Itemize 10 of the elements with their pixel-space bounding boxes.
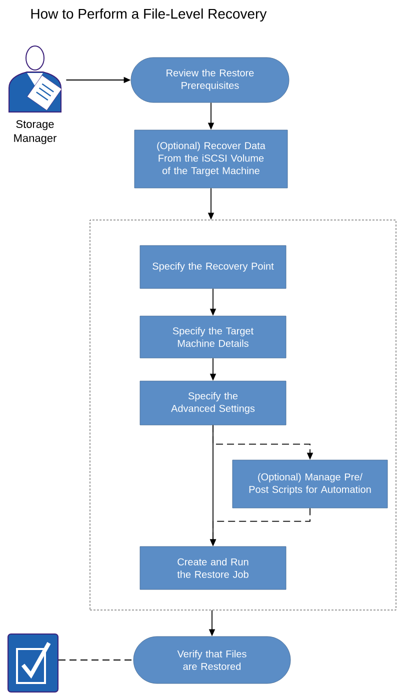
title: How to Perform a File-Level Recovery [31, 8, 267, 22]
process-box: Specify the Recovery Point [140, 245, 286, 289]
process-box: Specify the Target Machine Details [140, 316, 286, 358]
process-box: (Optional) Manage Pre/ Post Scripts for Automation [232, 460, 388, 508]
dashed-frame [90, 220, 396, 610]
actor-label: Storage Manager [14, 120, 57, 144]
process-box: Create and Run the Restore Job [140, 546, 286, 590]
checkbox-icon [8, 634, 58, 692]
process-box: Specify the Advanced Settings [140, 380, 286, 426]
process-box: (Optional) Recover Data From the iSCSI Volume of the Target Machine [134, 130, 288, 188]
